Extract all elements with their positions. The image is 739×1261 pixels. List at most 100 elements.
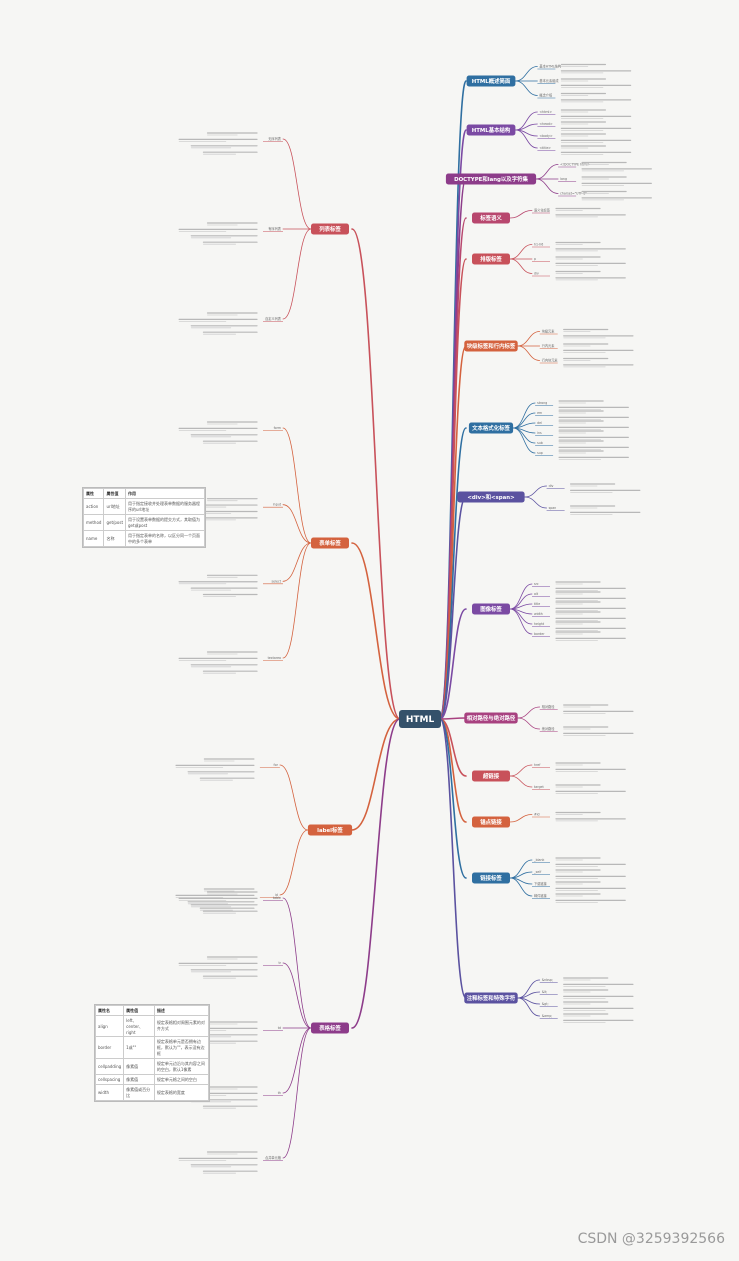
- table-cell: action: [82, 498, 105, 515]
- right-branch-5[interactable]: 排版标签: [472, 253, 510, 265]
- left-sub-item: textarea: [268, 656, 281, 660]
- left-branch-3[interactable]: label标签: [307, 824, 353, 836]
- table-cell: 用于设置表单数据的提交方式，其取值为get或post: [125, 514, 205, 531]
- table-cell: get/post: [103, 514, 127, 531]
- left-sub-item: form: [274, 426, 281, 430]
- right-sub-item: 概念介绍: [539, 93, 552, 98]
- detail-text-block: [558, 400, 629, 410]
- detail-text-block: [555, 857, 626, 867]
- right-sub-item: charset="UTF-8": [560, 192, 587, 196]
- table-cell: name: [82, 530, 105, 547]
- left-sub-item: td: [278, 1026, 281, 1030]
- right-branch-7[interactable]: 文本格式化标签: [468, 422, 514, 434]
- left-branch-4[interactable]: 表格标签: [311, 1022, 349, 1034]
- table-cell: width: [94, 1084, 125, 1101]
- detail-text-block: [555, 881, 626, 891]
- detail-text-block: [563, 704, 634, 714]
- detail-text-block: [560, 121, 632, 131]
- right-branch-6[interactable]: 块级标签和行内标签: [464, 340, 518, 352]
- right-sub-item: p: [534, 257, 536, 261]
- detail-text-block: [555, 631, 626, 641]
- right-branch-3-label: DOCTYPE和lang以及字符集: [454, 175, 528, 183]
- right-sub-item: lang: [560, 177, 567, 181]
- detail-text-block: [555, 591, 626, 601]
- detail-text-block: [563, 726, 634, 736]
- detail-text-block: [563, 328, 634, 339]
- left-branch-1[interactable]: 列表标签: [311, 223, 349, 235]
- right-branch-11[interactable]: 超链接: [472, 770, 510, 782]
- right-branch-8-label: <div>和<span>: [467, 493, 514, 501]
- table-header-cell: 作用: [125, 488, 205, 499]
- right-sub-item: title: [534, 602, 540, 606]
- right-branch-2[interactable]: HTML基本结构: [466, 124, 516, 136]
- detail-text-block: [560, 133, 632, 143]
- table-cell: 规定单元格之间的空白: [153, 1074, 210, 1085]
- table-cell: 像素值: [123, 1074, 155, 1085]
- right-sub-item: 下载链接: [534, 881, 548, 886]
- right-branch-9[interactable]: 图像标签: [472, 603, 510, 615]
- right-branch-8[interactable]: <div>和<span>: [457, 491, 525, 503]
- detail-text-block: [569, 483, 641, 493]
- detail-text-block: [178, 574, 258, 597]
- right-sub-item: <head>: [539, 122, 553, 126]
- table-cell: 规定表格相对周围元素的对齐方式: [153, 1015, 210, 1037]
- detail-text-block: [555, 869, 626, 879]
- right-sub-item: 基本HTML结构: [539, 64, 561, 69]
- table-cell: 用于指定表单的名称，以区分同一个页面中的多个表单: [125, 530, 205, 547]
- right-branch-9-label: 图像标签: [480, 605, 502, 613]
- right-sub-item: 语义化标签: [534, 208, 551, 213]
- table-cell: url地址: [103, 498, 127, 515]
- right-branch-3[interactable]: DOCTYPE和lang以及字符集: [445, 173, 537, 185]
- right-branch-6-label: 块级标签和行内标签: [467, 342, 516, 350]
- right-branch-14[interactable]: 注释标签和特殊字符: [464, 992, 518, 1004]
- right-branch-1[interactable]: HTML概述简面: [466, 75, 516, 87]
- left-branch-2[interactable]: 表单标签: [311, 537, 349, 549]
- detail-text-block: [555, 762, 626, 772]
- detail-text-block: [555, 893, 626, 903]
- right-sub-item: 基本元素组成: [539, 78, 559, 83]
- right-sub-item: 行内元素: [542, 343, 556, 348]
- right-branch-2-label: HTML基本结构: [472, 126, 511, 134]
- left-sub-item: id: [275, 893, 278, 897]
- right-sub-item: sub: [537, 441, 543, 445]
- left-branch-2-label: 表单标签: [319, 539, 341, 547]
- right-sub-item: &amp;: [542, 1014, 553, 1018]
- right-branch-12[interactable]: 锚点链接: [472, 816, 510, 828]
- root-node[interactable]: HTML: [399, 710, 441, 728]
- right-branch-10[interactable]: 相对路径与绝对路径: [464, 712, 518, 724]
- detail-text-block: [581, 190, 652, 201]
- right-sub-item: height: [534, 622, 545, 626]
- right-branch-13[interactable]: 链接标签: [472, 872, 510, 884]
- right-sub-item: <!DOCTYPE html>: [560, 163, 590, 167]
- right-sub-item: div: [534, 272, 539, 276]
- table-cell: 像素值: [123, 1058, 155, 1075]
- detail-text-block: [563, 1001, 634, 1011]
- right-sub-item: border: [534, 632, 545, 636]
- table-cell: align: [94, 1015, 125, 1037]
- left-branch-3-label: label标签: [317, 826, 343, 834]
- right-branch-4[interactable]: 标签语义: [472, 212, 510, 224]
- left-sub-item: tr: [278, 961, 281, 965]
- right-sub-item: _self: [533, 870, 542, 874]
- detail-text-block: [555, 784, 626, 794]
- detail-text-block: [563, 989, 634, 999]
- detail-text-block: [175, 758, 255, 781]
- right-sub-item: div: [549, 484, 554, 488]
- right-sub-item: em: [537, 411, 542, 415]
- detail-text-block: [178, 956, 258, 979]
- table-header-cell: 属性名: [94, 1005, 125, 1016]
- detail-text-block: [563, 977, 634, 987]
- left-sub-item: 无序列表: [268, 136, 282, 141]
- table-cell: 规定表格的宽度: [153, 1084, 210, 1101]
- right-sub-item: #id: [534, 813, 540, 817]
- right-branch-13-label: 链接标签: [480, 874, 502, 882]
- right-branch-10-label: 相对路径与绝对路径: [467, 714, 516, 722]
